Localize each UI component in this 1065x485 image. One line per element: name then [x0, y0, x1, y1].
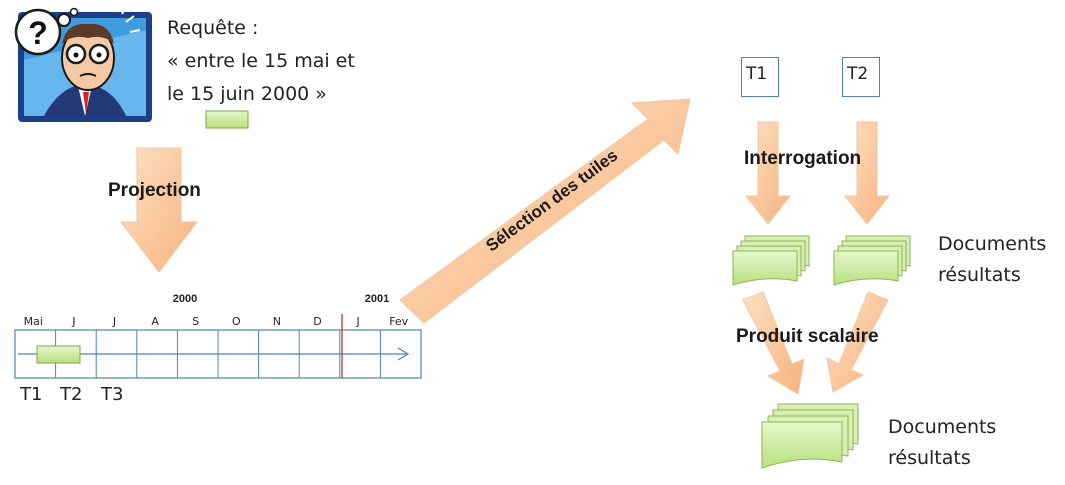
year-label-2000: 2000 — [173, 293, 197, 305]
projection-label: Projection — [108, 180, 201, 201]
results-label: Documents résultats — [938, 229, 1046, 291]
month-label: N — [273, 315, 281, 328]
final-results-stack — [761, 403, 859, 469]
selected-tile-t1: T1 — [741, 57, 779, 97]
results-stack-t1 — [732, 235, 810, 286]
query-interval-bar — [205, 110, 249, 129]
selection-label: Sélection des tuiles — [482, 146, 621, 256]
timeline: 2000 2001 Mai J J A S O N D J Fev — [14, 293, 422, 379]
month-label: Fev — [389, 315, 408, 328]
month-label: S — [192, 315, 199, 328]
month-label: A — [151, 315, 159, 328]
projection-arrow — [119, 147, 199, 273]
tile-label-t2: T2 — [60, 384, 83, 405]
tile-label-t3: T3 — [101, 384, 124, 405]
tile-label-t1: T1 — [20, 384, 43, 405]
month-label: O — [232, 315, 241, 328]
year-label-2001: 2001 — [365, 293, 389, 305]
query-text: Requête : « entre le 15 mai et le 15 jui… — [167, 12, 355, 111]
scalar-arrow-left — [742, 291, 805, 395]
final-results-label: Documents résultats — [888, 412, 996, 474]
selected-tile-t2: T2 — [842, 57, 880, 97]
month-label: J — [71, 315, 75, 328]
scalar-arrow-right — [826, 291, 889, 393]
query-interval-on-timeline — [36, 345, 81, 364]
interrogation-arrow-t1 — [744, 121, 792, 225]
month-label: J — [355, 315, 359, 328]
results-label-line-2: résultats — [938, 264, 1021, 286]
user-question-avatar-icon: ? — [14, 5, 152, 122]
results-label-line-1: Documents — [938, 233, 1047, 255]
results-stack-t2 — [833, 235, 911, 286]
svg-text:?: ? — [28, 15, 48, 51]
interrogation-label: Interrogation — [744, 148, 862, 169]
interrogation-arrow-t2 — [843, 121, 891, 225]
scalar-product-label: Produit scalaire — [736, 326, 879, 347]
query-line-1: Requête : — [167, 17, 259, 39]
month-label: D — [313, 315, 321, 328]
query-line-3: le 15 juin 2000 » — [167, 83, 327, 105]
month-label: Mai — [24, 315, 43, 328]
final-results-label-line-2: résultats — [888, 447, 971, 469]
selection-arrow — [399, 98, 691, 324]
final-results-label-line-1: Documents — [888, 416, 997, 438]
month-label: J — [112, 315, 116, 328]
query-line-2: « entre le 15 mai et — [167, 50, 355, 72]
